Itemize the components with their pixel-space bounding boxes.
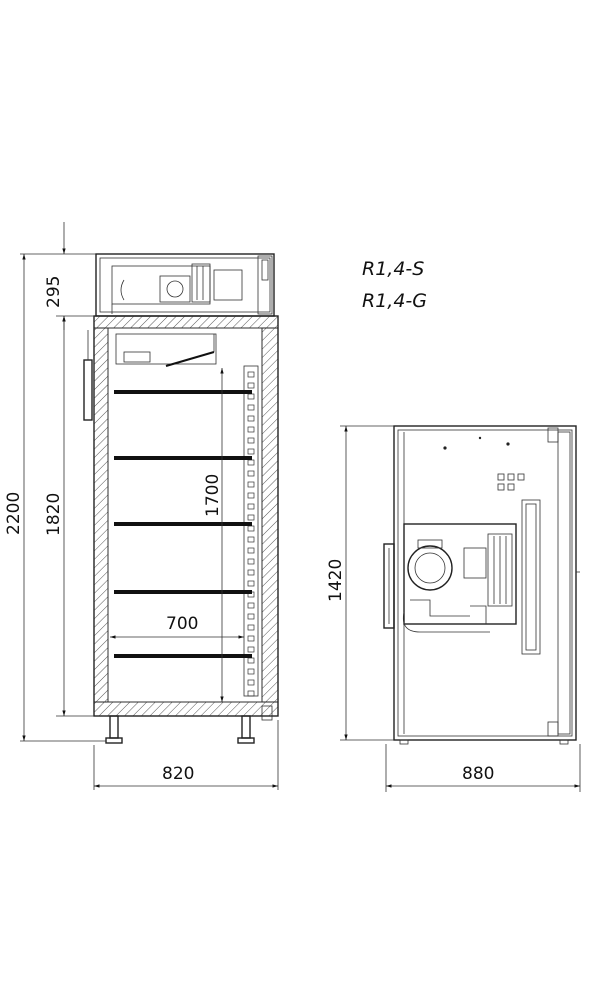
door-handle <box>83 330 93 421</box>
dim-side-depth: 880 <box>462 764 494 784</box>
rail-peg <box>247 514 255 521</box>
rail-peg <box>247 448 255 455</box>
rail-peg <box>247 624 255 631</box>
rail-peg <box>247 602 255 609</box>
side-feet <box>399 739 569 745</box>
refrigeration-unit <box>95 253 275 317</box>
feet <box>105 705 273 744</box>
rail-peg <box>247 393 255 400</box>
side-markings <box>443 436 525 491</box>
rail-peg <box>247 492 255 499</box>
model-labels: R1,4-S R1,4-G <box>362 258 427 312</box>
rail-peg <box>247 690 255 697</box>
dim-inner-width: 700 <box>166 614 198 634</box>
compressor-group <box>402 523 517 633</box>
rail-peg <box>247 459 255 466</box>
model-label-s: R1,4-S <box>362 258 424 280</box>
rail-peg <box>247 470 255 477</box>
model-label-g: R1,4-G <box>362 290 427 312</box>
evaporator-block <box>115 333 217 367</box>
front-view: 2200 295 1820 1700 700 820 <box>4 222 279 790</box>
rail-peg <box>247 426 255 433</box>
rail-peg <box>247 569 255 576</box>
dim-body-height: 1820 <box>44 493 64 536</box>
dim-total-height: 2200 <box>4 492 24 535</box>
side-view: 1420 880 <box>326 425 581 792</box>
dim-unit-height: 295 <box>44 276 64 308</box>
rail-peg <box>247 635 255 642</box>
rail-peg <box>247 371 255 378</box>
rail-peg <box>247 679 255 686</box>
side-cabinet <box>393 425 580 741</box>
shelves <box>114 390 252 658</box>
rail-peg <box>247 646 255 653</box>
side-vent-panel <box>521 499 541 655</box>
dim-inner-height: 1700 <box>203 474 223 517</box>
side-handle <box>383 543 395 629</box>
rail-peg <box>247 415 255 422</box>
rail-peg <box>247 547 255 554</box>
shelf-rail <box>243 365 259 697</box>
dim-total-width: 820 <box>162 764 194 784</box>
rail-peg <box>247 657 255 664</box>
rail-peg <box>247 525 255 532</box>
front-dimensions: 2200 295 1820 1700 700 820 <box>4 222 279 790</box>
rail-peg <box>247 536 255 543</box>
cabinet-body <box>93 315 279 717</box>
side-dimensions: 1420 880 <box>326 425 581 792</box>
rail-peg <box>247 668 255 675</box>
rail-peg <box>247 481 255 488</box>
rail-peg <box>247 437 255 444</box>
dim-side-height: 1420 <box>326 559 346 602</box>
rail-peg <box>247 382 255 389</box>
rail-peg <box>247 404 255 411</box>
rail-peg <box>247 580 255 587</box>
rail-peg <box>247 558 255 565</box>
rail-peg <box>247 613 255 620</box>
rail-peg <box>247 503 255 510</box>
